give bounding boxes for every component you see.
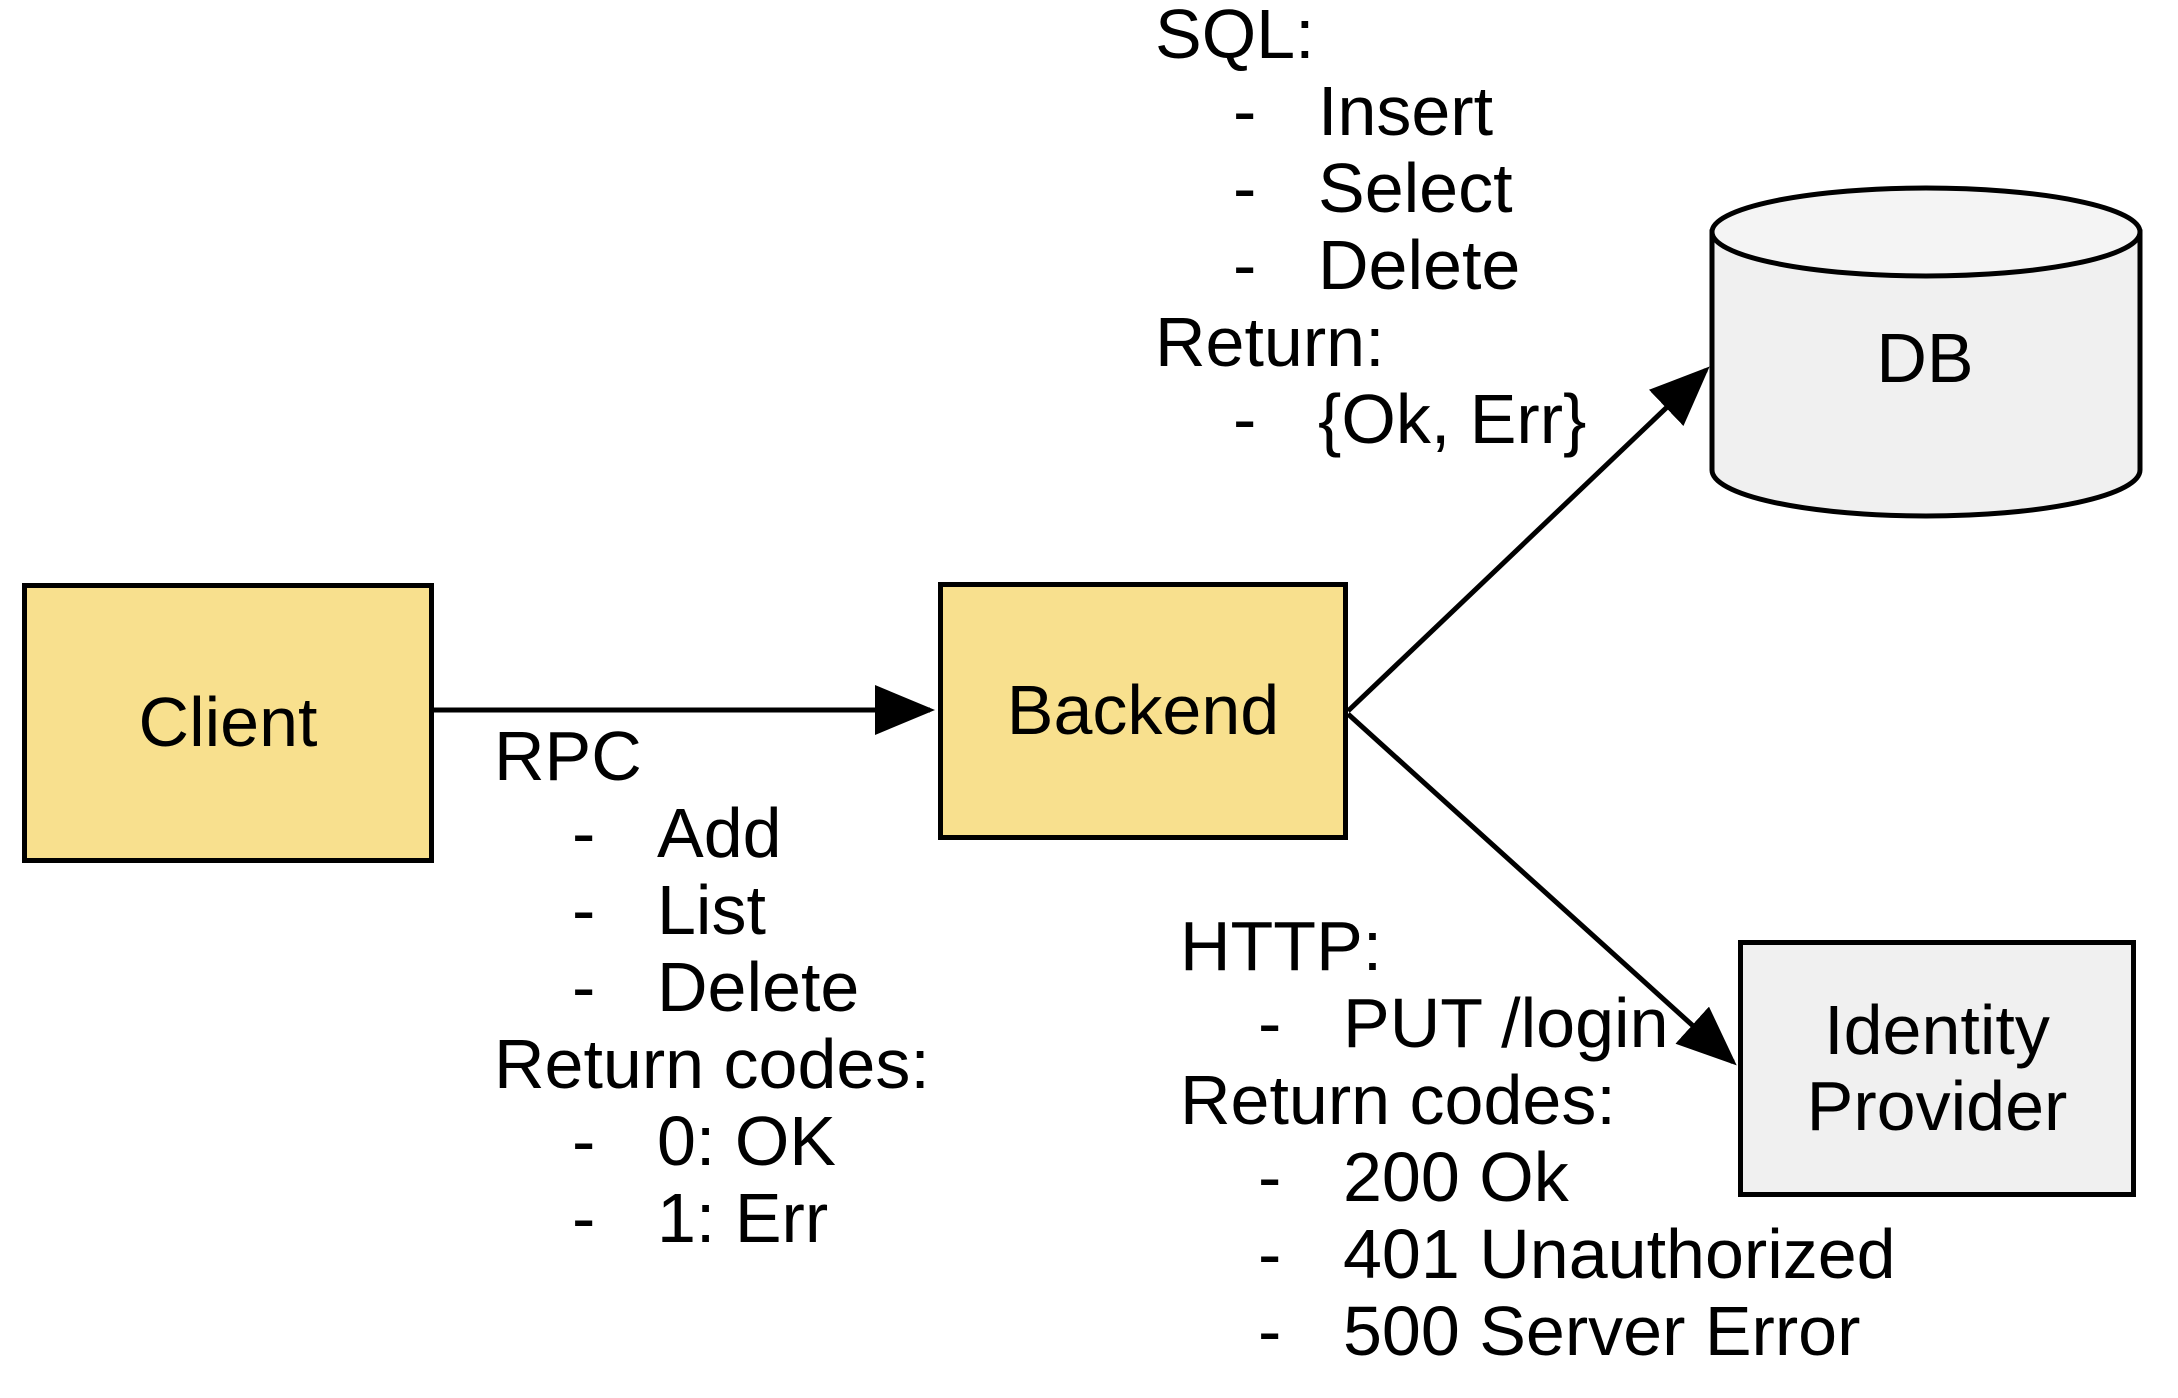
bullet-text: Select (1318, 149, 1513, 227)
bullet-text: 401 Unauthorized (1343, 1215, 1896, 1293)
annotation-rpc-return-item: -1: Err (494, 1180, 930, 1257)
bullet-dash: - (572, 871, 596, 949)
bullet-dash: - (1233, 72, 1257, 150)
annotation-sql-heading: SQL: (1155, 0, 1315, 73)
bullet-text: Add (657, 794, 782, 872)
edge-backend-db (1346, 366, 1710, 713)
annotation-rpc-item: -List (494, 872, 930, 949)
annotation-rpc-item: -Delete (494, 949, 930, 1026)
bullet-dash: - (572, 1102, 596, 1180)
edge-backend-idp (1346, 712, 1737, 1066)
bullet-text: Delete (1318, 226, 1521, 304)
bullet-dash: - (1258, 1138, 1282, 1216)
annotation-sql-item: -Delete (1155, 227, 1586, 304)
annotation-rpc: RPC -Add -List -Delete Return codes: -0:… (494, 718, 930, 1257)
bullet-dash: - (572, 794, 596, 872)
bullet-text: PUT /login (1343, 984, 1669, 1062)
annotation-http-item: -PUT /login (1180, 985, 1896, 1062)
bullet-text: 500 Server Error (1343, 1292, 1861, 1370)
annotation-sql-item: -Insert (1155, 73, 1586, 150)
bullet-dash: - (1233, 149, 1257, 227)
annotation-http-heading: HTTP: (1180, 907, 1383, 985)
bullet-dash: - (1258, 984, 1282, 1062)
bullet-dash: - (572, 948, 596, 1026)
bullet-text: 0: OK (657, 1102, 836, 1180)
annotation-http: HTTP: -PUT /login Return codes: -200 Ok … (1180, 908, 1896, 1370)
bullet-text: 1: Err (657, 1179, 829, 1257)
node-client[interactable]: Client (22, 583, 434, 863)
bullet-text: List (657, 871, 766, 949)
annotation-http-return-item: -401 Unauthorized (1180, 1216, 1896, 1293)
bullet-dash: - (1233, 380, 1257, 458)
annotation-http-return-heading: Return codes: (1180, 1061, 1616, 1139)
node-backend-label: Backend (1006, 671, 1280, 750)
annotation-http-return-item: -500 Server Error (1180, 1293, 1896, 1370)
annotation-sql-return-item: -{Ok, Err} (1155, 381, 1586, 458)
annotation-sql: SQL: -Insert -Select -Delete Return: -{O… (1155, 0, 1586, 458)
bullet-dash: - (1258, 1292, 1282, 1370)
node-client-label: Client (138, 683, 318, 762)
node-identity-provider[interactable]: Identity Provider (1738, 940, 2136, 1197)
node-db-label: DB (1876, 319, 1974, 397)
annotation-rpc-heading: RPC (494, 717, 642, 795)
bullet-text: 200 Ok (1343, 1138, 1569, 1216)
annotation-http-return-item: -200 Ok (1180, 1139, 1896, 1216)
bullet-dash: - (1233, 226, 1257, 304)
bullet-text: Delete (657, 948, 860, 1026)
bullet-dash: - (1258, 1215, 1282, 1293)
node-identity-provider-label: Identity Provider (1806, 990, 2068, 1145)
annotation-sql-item: -Select (1155, 150, 1586, 227)
bullet-text: {Ok, Err} (1318, 380, 1587, 458)
bullet-text: Insert (1318, 72, 1494, 150)
bullet-dash: - (572, 1179, 596, 1257)
annotation-rpc-item: -Add (494, 795, 930, 872)
annotation-sql-return-heading: Return: (1155, 303, 1385, 381)
annotation-rpc-return-item: -0: OK (494, 1103, 930, 1180)
annotation-rpc-return-heading: Return codes: (494, 1025, 930, 1103)
node-backend[interactable]: Backend (938, 582, 1348, 840)
db-cylinder (1709, 185, 2143, 519)
